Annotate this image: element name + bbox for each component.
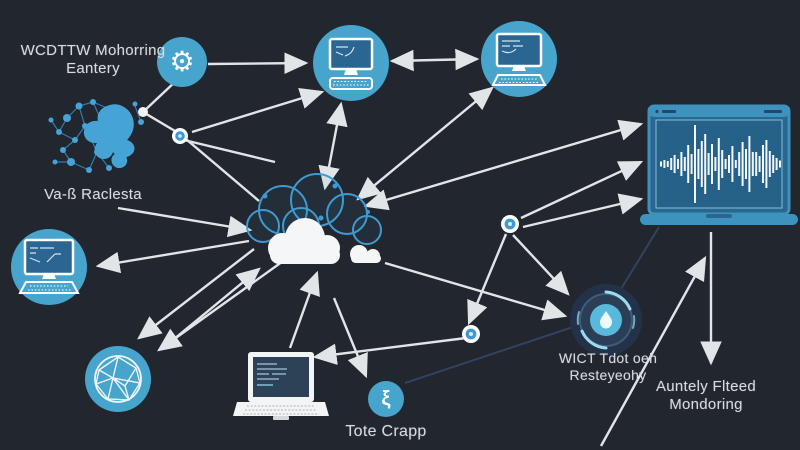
- gear-icon: ⚙: [169, 46, 195, 77]
- desktop-computer-node: [11, 229, 87, 305]
- molecule-label: Va-ß Raclesta: [44, 186, 142, 203]
- title-label: WCDTTW Mohorring Eantery: [14, 42, 172, 79]
- desktop-computer-icon: [313, 25, 389, 101]
- monitoring-line1: Auntely Flteed: [655, 378, 757, 395]
- title-line2: Eantery: [66, 60, 120, 78]
- squiggle-icon: ξ: [381, 388, 391, 410]
- globe-network-icon: [85, 346, 151, 412]
- molecule-node: [45, 92, 157, 184]
- desktop-computer-icon: [481, 21, 557, 97]
- ring-node-icon: [500, 214, 520, 234]
- gauge-label: WICT Tdot oeh Resteyeohy: [552, 350, 664, 384]
- waveform-laptop-icon: [640, 104, 798, 225]
- desktop-computer-node: [313, 25, 389, 101]
- dot-node-icon: [138, 107, 148, 117]
- monitoring-label: Auntely Flteed Mondoring: [646, 378, 766, 415]
- desktop-computer-icon: [11, 229, 87, 305]
- app-label: Tote Crapp: [345, 423, 427, 440]
- laptop-icon: [233, 352, 329, 420]
- gauge-label-line2: Resteyeohy: [569, 367, 647, 384]
- gauge-node: [566, 280, 646, 360]
- app-circle-node: ξ: [368, 381, 404, 417]
- globe-node: [85, 346, 151, 412]
- gauge-droplet-icon: [570, 284, 642, 356]
- analytics-laptop-node: [640, 100, 798, 232]
- molecule-network-icon: [48, 99, 144, 173]
- waveform-bars: [660, 125, 781, 203]
- monitoring-line2: Mondoring: [669, 396, 743, 414]
- ring-node-icon: [171, 127, 189, 145]
- gauge-label-line1: WICT Tdot oeh: [558, 350, 658, 366]
- cloud-node: [225, 168, 395, 273]
- title-line1: WCDTTW Mohorring: [20, 42, 166, 59]
- ring-node-icon: [461, 324, 481, 344]
- white-laptop-node: [233, 350, 329, 426]
- cloud-icon: [246, 173, 382, 264]
- gear-node: ⚙: [157, 37, 207, 87]
- desktop-computer-node: [481, 21, 557, 97]
